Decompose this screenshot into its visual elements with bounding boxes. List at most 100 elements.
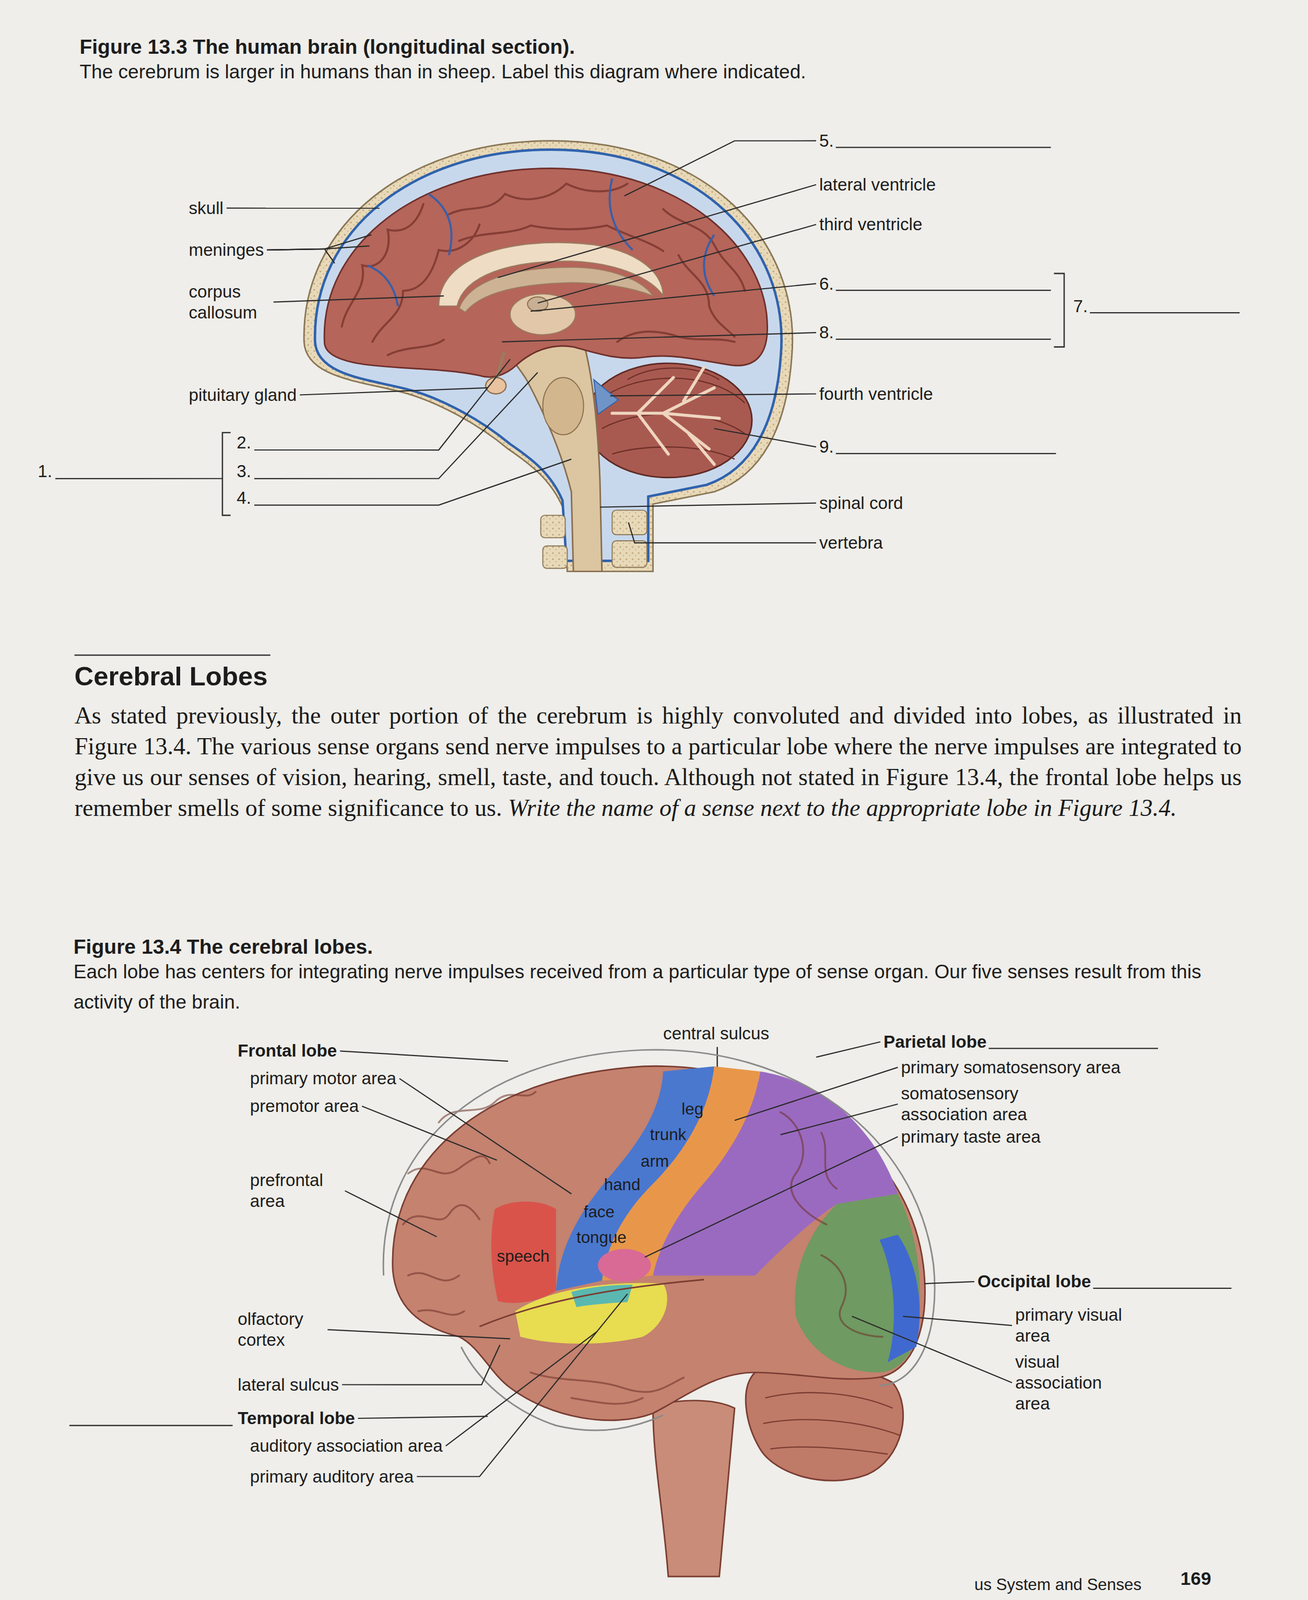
answer-line <box>1089 312 1240 314</box>
section-heading: Cerebral Lobes <box>74 661 268 693</box>
part-label: vertebra <box>819 532 883 554</box>
gyri <box>438 1092 536 1124</box>
leader-line <box>734 1067 899 1122</box>
answer-line <box>835 146 1052 148</box>
answer-line <box>835 453 1057 455</box>
area-label: primary taste area <box>900 1126 1041 1148</box>
lobe-name: Occipital lobe <box>977 1271 1092 1293</box>
vertebra <box>611 540 647 568</box>
leader-line <box>501 332 817 343</box>
cerebellum <box>584 363 752 478</box>
page-number: 169 <box>1180 1568 1212 1590</box>
leader-line <box>399 1078 572 1195</box>
leader-line <box>644 1137 898 1258</box>
lobe-outline <box>383 1050 935 1431</box>
page-footer: us System and Senses <box>974 1575 1142 1596</box>
answer-line <box>835 289 1052 291</box>
leader-line <box>254 459 572 506</box>
figure-caption: Each lobe has centers for integrating ne… <box>73 956 1207 1018</box>
area-label: primary motor area <box>250 1068 397 1090</box>
paragraph: As stated previously, the outer portion … <box>74 700 1242 824</box>
leader-line <box>55 478 223 480</box>
answer-line <box>988 1047 1158 1050</box>
cerebellum <box>584 363 752 478</box>
part-label: lateral ventricle <box>819 174 936 196</box>
area-label: somatosensory association area <box>900 1083 1065 1126</box>
area-label: primary visual area <box>1015 1304 1123 1347</box>
figure-title: Figure 13.3 The human brain (longitudina… <box>79 34 575 60</box>
answer-line <box>1093 1288 1232 1290</box>
leader-line <box>537 224 817 304</box>
leader-line <box>924 1281 975 1284</box>
callout-number: 8. <box>819 322 834 344</box>
vertebra <box>611 510 647 535</box>
callout-number: 4. <box>236 487 252 509</box>
bracket <box>1053 273 1065 348</box>
gyri <box>449 183 628 215</box>
part-label: corpus callosum <box>189 281 271 324</box>
lateral-brain-illustration <box>383 1050 935 1577</box>
callout-number: 7. <box>1073 296 1089 317</box>
cerebellum <box>745 1363 903 1481</box>
answer-line <box>835 338 1052 340</box>
leader-line <box>273 296 444 303</box>
body-part-label: hand <box>604 1175 641 1196</box>
blood-vessel <box>367 178 714 306</box>
part-label: spinal cord <box>819 492 904 514</box>
gyri <box>403 1092 883 1405</box>
gyri <box>342 204 424 327</box>
leader-line <box>599 503 817 508</box>
gyri <box>408 1156 490 1174</box>
part-label: meninges <box>189 239 265 261</box>
leader-line <box>624 140 817 197</box>
cerebrum <box>392 1066 925 1421</box>
gyri <box>530 1372 684 1393</box>
leader-line <box>416 1294 628 1478</box>
part-label: central sulcus <box>663 1023 770 1045</box>
rule <box>74 654 271 657</box>
area-label: visual association area <box>1015 1351 1117 1415</box>
leader-line <box>226 207 380 209</box>
gyri <box>663 209 745 291</box>
brainstem <box>507 329 603 572</box>
part-label: lateral sulcus <box>237 1374 339 1396</box>
leader-line <box>852 1316 1013 1384</box>
cerebrum <box>324 168 768 378</box>
body-part-label: face <box>583 1202 615 1223</box>
callout-number: 2. <box>236 432 252 454</box>
leader-line <box>780 1104 899 1136</box>
leader-line <box>266 234 372 251</box>
leader-line <box>299 387 488 396</box>
leader-line <box>266 249 335 264</box>
gyri <box>418 1310 465 1316</box>
leader-line <box>445 1332 597 1447</box>
area-label: auditory association area <box>250 1435 443 1457</box>
part-label: fourth ventricle <box>819 383 934 405</box>
leader-line <box>254 372 538 479</box>
taste-area <box>597 1249 652 1283</box>
bracket <box>222 432 231 516</box>
vertebra <box>543 546 568 569</box>
leader-line <box>628 522 817 544</box>
rule <box>69 1424 233 1427</box>
vertebra <box>540 510 647 569</box>
motor-strip <box>556 1066 715 1292</box>
leader-line <box>358 1416 488 1419</box>
gyri <box>821 1133 837 1190</box>
area-label: primary somatosensory area <box>900 1057 1121 1079</box>
visual-association-area <box>794 1194 921 1373</box>
thalamus <box>510 293 576 335</box>
area-label: primary auditory area <box>250 1466 415 1488</box>
callout-number: 5. <box>819 130 834 152</box>
figure-caption: The cerebrum is larger in humans than in… <box>79 60 806 84</box>
leader-line <box>530 283 817 312</box>
area-label: prefrontal area <box>250 1170 343 1212</box>
third-ventricle <box>527 297 548 312</box>
leader-line <box>254 359 511 451</box>
brain-section-illustration <box>303 140 793 572</box>
leader-line <box>361 1106 497 1161</box>
gyri <box>821 1255 883 1337</box>
gyri <box>408 1273 460 1281</box>
lobe-name: Frontal lobe <box>237 1040 337 1062</box>
lobe-name: Temporal lobe <box>237 1408 355 1430</box>
